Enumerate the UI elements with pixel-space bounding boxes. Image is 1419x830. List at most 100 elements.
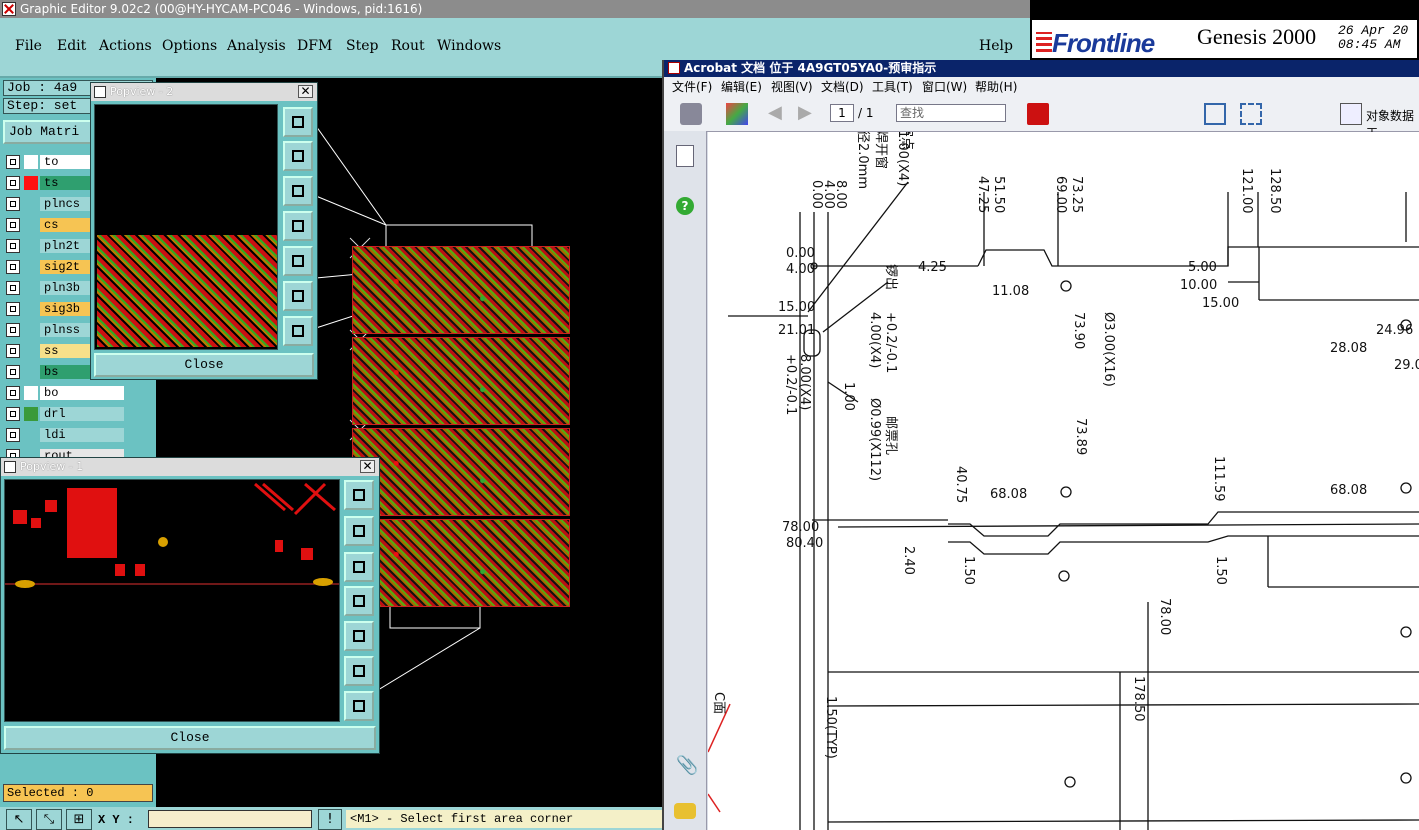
layer-checkbox[interactable]	[6, 302, 20, 316]
layer-row-ldi[interactable]: ldi	[4, 425, 152, 446]
layer-color-swatch[interactable]	[24, 239, 38, 253]
layer-color-swatch[interactable]	[24, 260, 38, 274]
popview-1-view[interactable]	[4, 479, 340, 722]
layer-color-swatch[interactable]	[24, 281, 38, 295]
layer-checkbox[interactable]	[6, 365, 20, 379]
layer-row-bo[interactable]: bo	[4, 383, 152, 404]
acrobat-title: Acrobat 文档 位于 4A9GT05YA0-预审指示	[684, 61, 937, 75]
acro-menu-help[interactable]: 帮助(H)	[975, 80, 1018, 94]
menu-edit[interactable]: Edit	[57, 38, 87, 54]
layer-color-swatch[interactable]	[24, 407, 38, 421]
layer-checkbox[interactable]	[6, 197, 20, 211]
popview-2-title-bar[interactable]: Popview - 2 ✕	[91, 83, 317, 101]
print-icon[interactable]	[680, 103, 702, 125]
close-icon[interactable]: ✕	[298, 85, 313, 98]
layer-color-swatch[interactable]	[24, 176, 38, 190]
fit-page-icon[interactable]	[1240, 103, 1262, 125]
dimension-label: 29.02	[1394, 358, 1419, 373]
layer-name: drl	[40, 407, 124, 421]
zoom-fit-button[interactable]	[344, 480, 374, 510]
prev-page-icon[interactable]: ◀	[768, 102, 782, 123]
layer-checkbox[interactable]	[6, 260, 20, 274]
menu-step[interactable]: Step	[346, 38, 379, 54]
popview-2-close-button[interactable]: Close	[94, 353, 314, 377]
snap-icon[interactable]: ↖	[6, 809, 32, 830]
layer-checkbox[interactable]	[6, 176, 20, 190]
menu-bar: File Edit Actions Options Analysis DFM S…	[0, 18, 1030, 78]
layer-checkbox[interactable]	[6, 428, 20, 442]
dimension-label: C面	[711, 692, 726, 715]
layer-checkbox[interactable]	[6, 386, 20, 400]
zoom-in-button[interactable]	[283, 281, 313, 311]
save-icon[interactable]	[1204, 103, 1226, 125]
pan-right-button[interactable]	[283, 246, 313, 276]
layer-checkbox[interactable]	[6, 323, 20, 337]
pan-down-button[interactable]	[283, 176, 313, 206]
measure-icon[interactable]: ⤡	[36, 809, 62, 830]
object-data-icon[interactable]	[1340, 103, 1362, 125]
attachment-icon[interactable]: 📎	[676, 755, 699, 776]
layer-color-swatch[interactable]	[24, 302, 38, 316]
menu-analysis[interactable]: Analysis	[227, 38, 286, 54]
acro-menu-view[interactable]: 视图(V)	[771, 80, 813, 94]
layer-color-swatch[interactable]	[24, 197, 38, 211]
next-page-icon[interactable]: ▶	[798, 102, 812, 123]
close-icon[interactable]: ✕	[360, 460, 375, 473]
pdf-tool-icon[interactable]	[1027, 103, 1049, 125]
acro-menu-edit[interactable]: 编辑(E)	[721, 80, 762, 94]
zoom-in-button[interactable]	[344, 656, 374, 686]
layer-color-swatch[interactable]	[24, 155, 38, 169]
xy-input[interactable]	[148, 810, 312, 828]
pan-up-button[interactable]	[344, 516, 374, 546]
acrobat-icon	[668, 62, 680, 74]
acro-menu-file[interactable]: 文件(F)	[672, 80, 713, 94]
grid-icon[interactable]: ⊞	[66, 809, 92, 830]
help-icon[interactable]: ?	[676, 197, 694, 215]
menu-file[interactable]: File	[15, 38, 42, 54]
layer-row-sig3b[interactable]: sig3b	[4, 299, 152, 320]
comments-icon[interactable]	[674, 803, 696, 819]
popview-1-close-button[interactable]: Close	[4, 726, 376, 750]
pan-down-button[interactable]	[344, 552, 374, 582]
layer-checkbox[interactable]	[6, 155, 20, 169]
popview-2-view[interactable]	[94, 104, 278, 350]
acrobat-toolbar: ◀ ▶ 1 / 1 查找 对象数据工	[664, 97, 1419, 140]
pan-up-button[interactable]	[283, 141, 313, 171]
layer-checkbox[interactable]	[6, 344, 20, 358]
pan-left-button[interactable]	[283, 211, 313, 241]
menu-help[interactable]: Help	[979, 38, 1013, 54]
layer-color-swatch[interactable]	[24, 428, 38, 442]
find-input[interactable]: 查找	[896, 104, 1006, 122]
layer-color-swatch[interactable]	[24, 218, 38, 232]
layer-row-drl[interactable]: drl	[4, 404, 152, 425]
pan-right-button[interactable]	[344, 621, 374, 651]
layer-checkbox[interactable]	[6, 407, 20, 421]
pages-icon[interactable]	[676, 145, 694, 167]
acro-menu-tools[interactable]: 工具(T)	[872, 80, 913, 94]
layer-checkbox[interactable]	[6, 239, 20, 253]
pan-left-button[interactable]	[344, 586, 374, 616]
acro-menu-document[interactable]: 文档(D)	[821, 80, 864, 94]
acro-menu-window[interactable]: 窗口(W)	[922, 80, 968, 94]
menu-actions[interactable]: Actions	[99, 38, 152, 54]
layer-color-swatch[interactable]	[24, 344, 38, 358]
menu-dfm[interactable]: DFM	[297, 38, 333, 54]
zoom-out-button[interactable]	[283, 316, 313, 346]
page-number-input[interactable]: 1	[830, 104, 854, 122]
menu-rout[interactable]: Rout	[391, 38, 425, 54]
layer-color-swatch[interactable]	[24, 323, 38, 337]
menu-options[interactable]: Options	[162, 38, 218, 54]
popview-1-title-bar[interactable]: Popview - 1 ✕	[1, 458, 379, 476]
menu-windows[interactable]: Windows	[437, 38, 502, 54]
zoom-fit-button[interactable]	[283, 107, 313, 137]
layer-color-swatch[interactable]	[24, 386, 38, 400]
layer-checkbox[interactable]	[6, 218, 20, 232]
layer-color-swatch[interactable]	[24, 365, 38, 379]
zoom-out-button[interactable]	[344, 691, 374, 721]
acrobat-title-bar[interactable]: Acrobat 文档 位于 4A9GT05YA0-预审指示	[664, 60, 1419, 77]
alert-icon[interactable]: !	[318, 809, 342, 830]
window-title-bar: Graphic Editor 9.02c2 (00@HY-HYCAM-PC046…	[0, 0, 1030, 18]
layer-checkbox[interactable]	[6, 281, 20, 295]
collaborate-icon[interactable]	[726, 103, 748, 125]
